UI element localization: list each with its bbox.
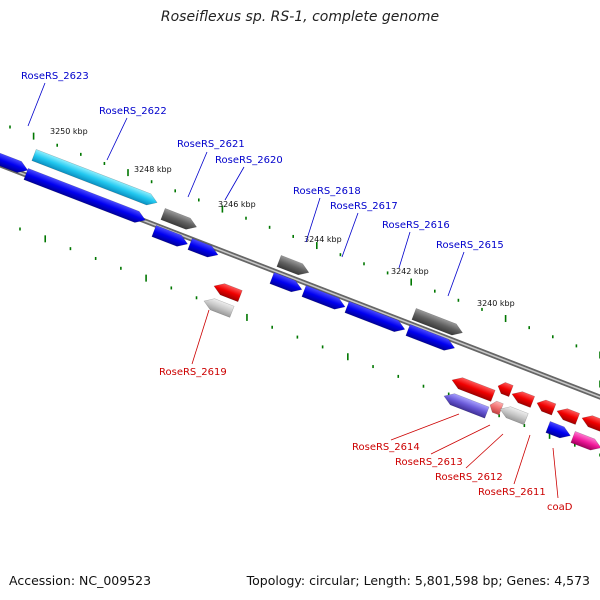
gene-arrow-roseRS-2617[interactable] bbox=[301, 285, 347, 312]
leader-line bbox=[27, 82, 46, 127]
gene-label[interactable]: coaD bbox=[547, 502, 573, 513]
leader-line bbox=[398, 231, 411, 269]
gene-arrow-roseRS-2620[interactable] bbox=[187, 238, 220, 260]
leader-line bbox=[430, 424, 491, 455]
gene-arrow-red-small[interactable] bbox=[496, 380, 514, 397]
leader-line bbox=[187, 151, 208, 198]
gene-arrow-roseRS-2623[interactable] bbox=[31, 149, 159, 208]
ruler-label: 3244 kbp bbox=[304, 235, 342, 244]
leader-line bbox=[465, 433, 504, 469]
gene-label[interactable]: RoseRS_2615 bbox=[436, 240, 504, 251]
label-leader-lines bbox=[27, 82, 559, 499]
ruler-label: 3240 kbp bbox=[477, 299, 515, 308]
leader-line bbox=[390, 413, 460, 441]
leader-line bbox=[552, 447, 559, 499]
ruler-label: 3248 kbp bbox=[134, 165, 172, 174]
gene-label[interactable]: RoseRS_2617 bbox=[330, 201, 398, 212]
gene-label[interactable]: RoseRS_2621 bbox=[177, 139, 245, 150]
leader-line bbox=[305, 197, 321, 243]
gene-arrow-coaD[interactable] bbox=[570, 431, 600, 453]
gene-arrow-left-edge[interactable] bbox=[0, 152, 30, 175]
coordinate-ruler: 3250 kbp 3248 kbp 3246 kbp 3244 kbp 3242 kbp… bbox=[50, 127, 515, 308]
gene-arrow-roseRS-2612[interactable] bbox=[498, 403, 529, 426]
gene-arrow-red-2619a[interactable] bbox=[212, 280, 243, 303]
gene-arrow-red-2614a[interactable] bbox=[450, 374, 496, 402]
gene-label[interactable]: RoseRS_2620 bbox=[215, 155, 283, 166]
gene-track bbox=[0, 149, 600, 453]
gene-arrow-roseRS-2616[interactable] bbox=[344, 301, 407, 335]
leader-line bbox=[447, 251, 465, 297]
gene-arrow-roseRS-2617b[interactable] bbox=[269, 272, 304, 295]
leader-line bbox=[191, 309, 210, 365]
gene-label[interactable]: RoseRS_2618 bbox=[293, 186, 361, 197]
gene-arrow-roseRS-2615b[interactable] bbox=[405, 324, 457, 353]
gene-arrow-roseRS-2618[interactable] bbox=[276, 255, 311, 278]
gene-arrow-roseRS-2619[interactable] bbox=[202, 295, 235, 318]
gene-arrow-roseRS-2614[interactable] bbox=[442, 390, 490, 419]
ruler-label: 3250 kbp bbox=[50, 127, 88, 136]
gene-arrow-roseRS-2620b[interactable] bbox=[151, 225, 190, 249]
gene-arrow-roseRS-2621[interactable] bbox=[160, 208, 199, 232]
gene-label[interactable]: RoseRS_2616 bbox=[382, 220, 450, 231]
gene-label[interactable]: RoseRS_2614 bbox=[352, 442, 420, 453]
gene-arrow-red-2612a[interactable] bbox=[510, 388, 536, 408]
gene-label[interactable]: RoseRS_2611 bbox=[478, 487, 546, 498]
leader-line bbox=[513, 434, 531, 485]
gene-label[interactable]: RoseRS_2613 bbox=[395, 457, 463, 468]
gene-arrow-roseRS-2622[interactable] bbox=[23, 168, 148, 225]
ruler-label: 3246 kbp bbox=[218, 200, 256, 209]
gene-arrow-red-2611b[interactable] bbox=[555, 405, 581, 425]
leader-line bbox=[341, 212, 359, 258]
gene-label[interactable]: RoseRS_2622 bbox=[99, 106, 167, 117]
gene-arrow-roseRS-2613[interactable] bbox=[488, 399, 504, 416]
accession-text: Accession: NC_009523 bbox=[9, 573, 152, 588]
gene-label[interactable]: RoseRS_2623 bbox=[21, 71, 89, 82]
gene-arrow-red-2611a[interactable] bbox=[535, 397, 557, 416]
ruler-label: 3242 kbp bbox=[391, 267, 429, 276]
leader-line bbox=[106, 117, 128, 161]
gene-label[interactable]: RoseRS_2619 bbox=[159, 367, 227, 378]
leader-line bbox=[224, 166, 245, 201]
gene-arrow-roseRS-2615[interactable] bbox=[411, 308, 465, 338]
gene-labels[interactable]: RoseRS_2623RoseRS_2622RoseRS_2621RoseRS_… bbox=[21, 71, 573, 513]
gene-label[interactable]: RoseRS_2612 bbox=[435, 472, 503, 483]
topology-text: Topology: circular; Length: 5,801,598 bp… bbox=[246, 573, 590, 588]
gene-arrow-red-edge[interactable] bbox=[580, 412, 600, 432]
page-title: Roseiflexus sp. RS-1, complete genome bbox=[160, 9, 440, 25]
gene-arrow-roseRS-2611[interactable] bbox=[545, 421, 573, 441]
